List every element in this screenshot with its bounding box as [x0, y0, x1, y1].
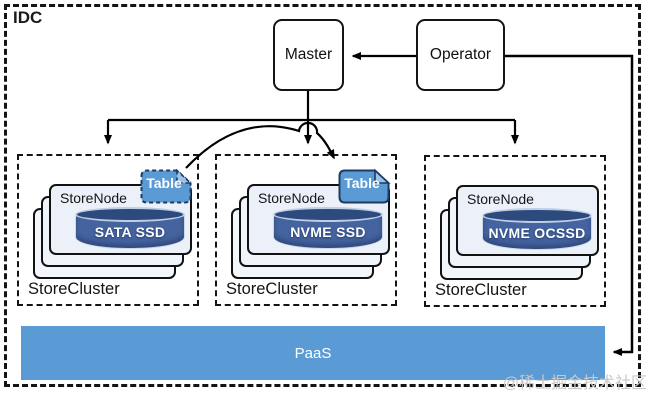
master-node: Master	[273, 19, 344, 91]
store-cluster-1: StoreNode SATA SSD Table StoreCluster	[17, 154, 199, 306]
store-cluster-label: StoreCluster	[226, 280, 318, 298]
store-node: StoreNode SATA SSD	[49, 184, 192, 255]
disk-cylinder-icon: NVME SSD	[273, 207, 383, 249]
watermark-text: @稀土掘金技术社区	[502, 375, 647, 392]
disk-label: NVME SSD	[290, 224, 366, 240]
table-tag-dashed: Table	[139, 168, 193, 205]
store-cluster-2: StoreNode NVME SSD Table StoreCluster	[215, 154, 397, 306]
store-node-label: StoreNode	[467, 191, 534, 207]
operator-label: Operator	[429, 46, 492, 63]
idc-label: IDC	[13, 8, 43, 27]
store-cluster-3: StoreNode NVME OCSSD StoreCluster	[424, 155, 606, 307]
master-label: Master	[284, 46, 333, 63]
table-tag-label: Table	[344, 175, 380, 191]
store-node: StoreNode NVME OCSSD	[456, 185, 599, 256]
store-cluster-label: StoreCluster	[28, 280, 120, 298]
store-node-label: StoreNode	[60, 190, 127, 206]
operator-node: Operator	[416, 19, 505, 91]
idc-boundary-box	[4, 4, 641, 387]
table-tag: Table	[337, 168, 391, 205]
table-tag-shape-icon	[140, 168, 193, 204]
store-node-label: StoreNode	[258, 190, 325, 206]
disk-cylinder-icon: SATA SSD	[75, 207, 185, 249]
disk-label: NVME OCSSD	[488, 225, 586, 241]
paas-label: PaaS	[294, 344, 332, 362]
disk-cylinder-icon: NVME OCSSD	[482, 208, 592, 250]
disk-label: SATA SSD	[94, 224, 166, 240]
table-tag-shape-icon	[338, 168, 391, 204]
store-cluster-label: StoreCluster	[435, 281, 527, 299]
table-tag-label: Table	[146, 175, 182, 191]
